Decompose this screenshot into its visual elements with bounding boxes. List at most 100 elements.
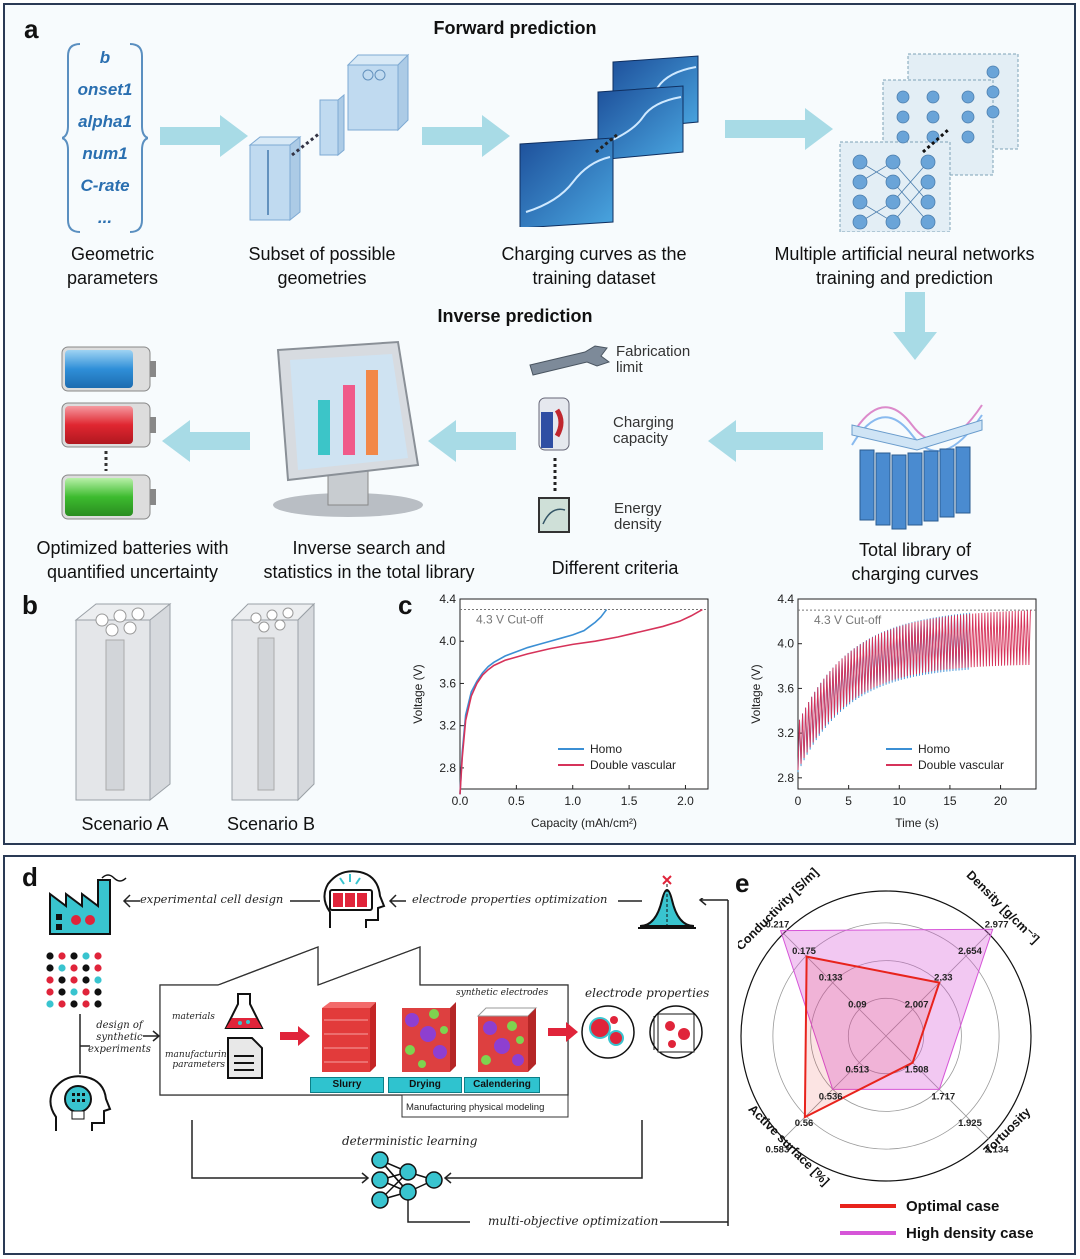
radar-tick-label: 0.175 [792,946,816,957]
criteria-energy-line1: Energy [614,500,662,517]
y-axis-label: Voltage (V) [411,664,425,723]
caption-ann-line2: training and prediction [815,268,994,288]
criteria-fabrication-line1: Fabrication [616,343,691,360]
grid-dot [58,976,66,984]
panel-letter-c: c [398,590,413,620]
curve-library-illustration [851,404,983,530]
radar-tick-label: 0.513 [845,1065,869,1076]
radar-tick-label: 2.977 [985,919,1009,930]
x-axis-label: Time (s) [895,816,939,830]
down-arrow [893,292,937,360]
x-tick-label: 5 [845,794,852,808]
design-line [79,1014,90,1074]
lightbulb-head-icon [49,1075,112,1131]
radar-spoke-0 [783,933,887,1037]
grid-dot [94,976,102,984]
x-tick-label: 0 [795,794,802,808]
x-axis-label: Capacity (mAh/cm²) [531,816,637,830]
y-tick-label: 2.8 [439,761,456,775]
criteria-charging-line2: capacity [613,430,669,447]
battery-capacity-icon [538,397,570,451]
radar-spoke-1 [885,933,989,1037]
x-tick-label: 20 [994,794,1008,808]
caption-different-criteria: Different criteria [551,558,679,578]
electrode-properties-icons [581,1005,703,1059]
calendering-cube [476,1007,538,1072]
factory-icon [49,874,127,935]
caption-library-line2: charging curves [851,564,979,584]
grid-dot [70,988,78,996]
label-design-synthetic: design of synthetic experiments [88,1020,151,1056]
grid-dot [46,976,54,984]
red-arrow-1 [280,1026,310,1046]
label-manufacturing-modeling: Manufacturing physical modeling [406,1102,545,1113]
grid-dot [70,952,78,960]
grid-dot [82,964,90,972]
label-electrode-optimization: electrode properties optimization [412,892,608,906]
grid-dot [70,1000,78,1008]
forward-arrow-3 [725,108,833,150]
criteria-charging-line1: Charging [613,414,674,431]
y-tick-label: 3.6 [439,676,456,690]
wrench-icon [529,345,611,376]
y-tick-label: 4.4 [777,592,794,606]
legend-label: Double vascular [590,758,676,772]
label-mfg-line2: parameters [172,1060,225,1070]
tag-calendering: Calendering [464,1077,540,1093]
x-tick-label: 10 [893,794,907,808]
param-c-rate: C-rate [80,176,130,195]
y-tick-label: 2.8 [777,771,794,785]
radar-series-0 [803,955,941,1119]
learning-loop-right [660,1221,728,1223]
param-onset1: onset1 [77,80,133,99]
grid-dot [46,1000,54,1008]
label-design-line3: experiments [88,1044,151,1055]
battery-stack [61,346,156,520]
legend-label: Homo [918,742,950,756]
radar-spoke-2 [885,1035,989,1139]
radar-legend-label: High density case [906,1225,1034,1242]
caption-geometric-line1: Geometric [70,244,155,264]
line-electrode-optimization [618,900,642,902]
caption-curves-line1: Charging curves as the [501,244,687,264]
radar-tick-label: 1.508 [905,1065,929,1076]
label-synthetic-electrodes: synthetic electrodes [456,988,549,998]
tag-slurry: Slurry [310,1077,384,1093]
grid-dot [94,952,102,960]
series-line-0 [459,609,608,795]
document-icon [227,1037,263,1079]
radar-tick-label: 0.09 [848,999,867,1010]
radar-series-1 [779,928,994,1090]
criteria-dotted-connector [553,458,557,494]
radar-tick-label: 2.134 [985,1145,1009,1156]
arrow-to-battery-head [388,894,406,908]
label-materials: materials [172,1012,215,1022]
y-tick-label: 4.4 [439,592,456,606]
grid-dot [46,988,54,996]
radar-tick-label: 2.33 [934,973,953,984]
search-monitor-illustration [273,340,423,517]
radar-tick-label: 1.717 [931,1091,955,1102]
grid-dot [70,976,78,984]
label-multiobjective-optimization: multi-objective optimization [488,1214,659,1228]
legend-label: Homo [590,742,622,756]
charging-curves-screens [519,55,699,227]
geometry-subset-illustration [248,53,410,222]
panel-letter-e: e [735,868,750,898]
y-axis-label: Voltage (V) [749,664,763,723]
grid-dot [82,976,90,984]
grid-dot [46,952,54,960]
radar-tick-label: 2.007 [905,999,929,1010]
distribution-icon [638,875,696,929]
label-design-line1: design of [96,1020,143,1031]
criteria-fabrication-line2: limit [616,359,643,376]
grid-dot [94,1000,102,1008]
radar-tick-label: 2.654 [958,946,982,957]
y-tick-label: 4.0 [439,634,456,648]
